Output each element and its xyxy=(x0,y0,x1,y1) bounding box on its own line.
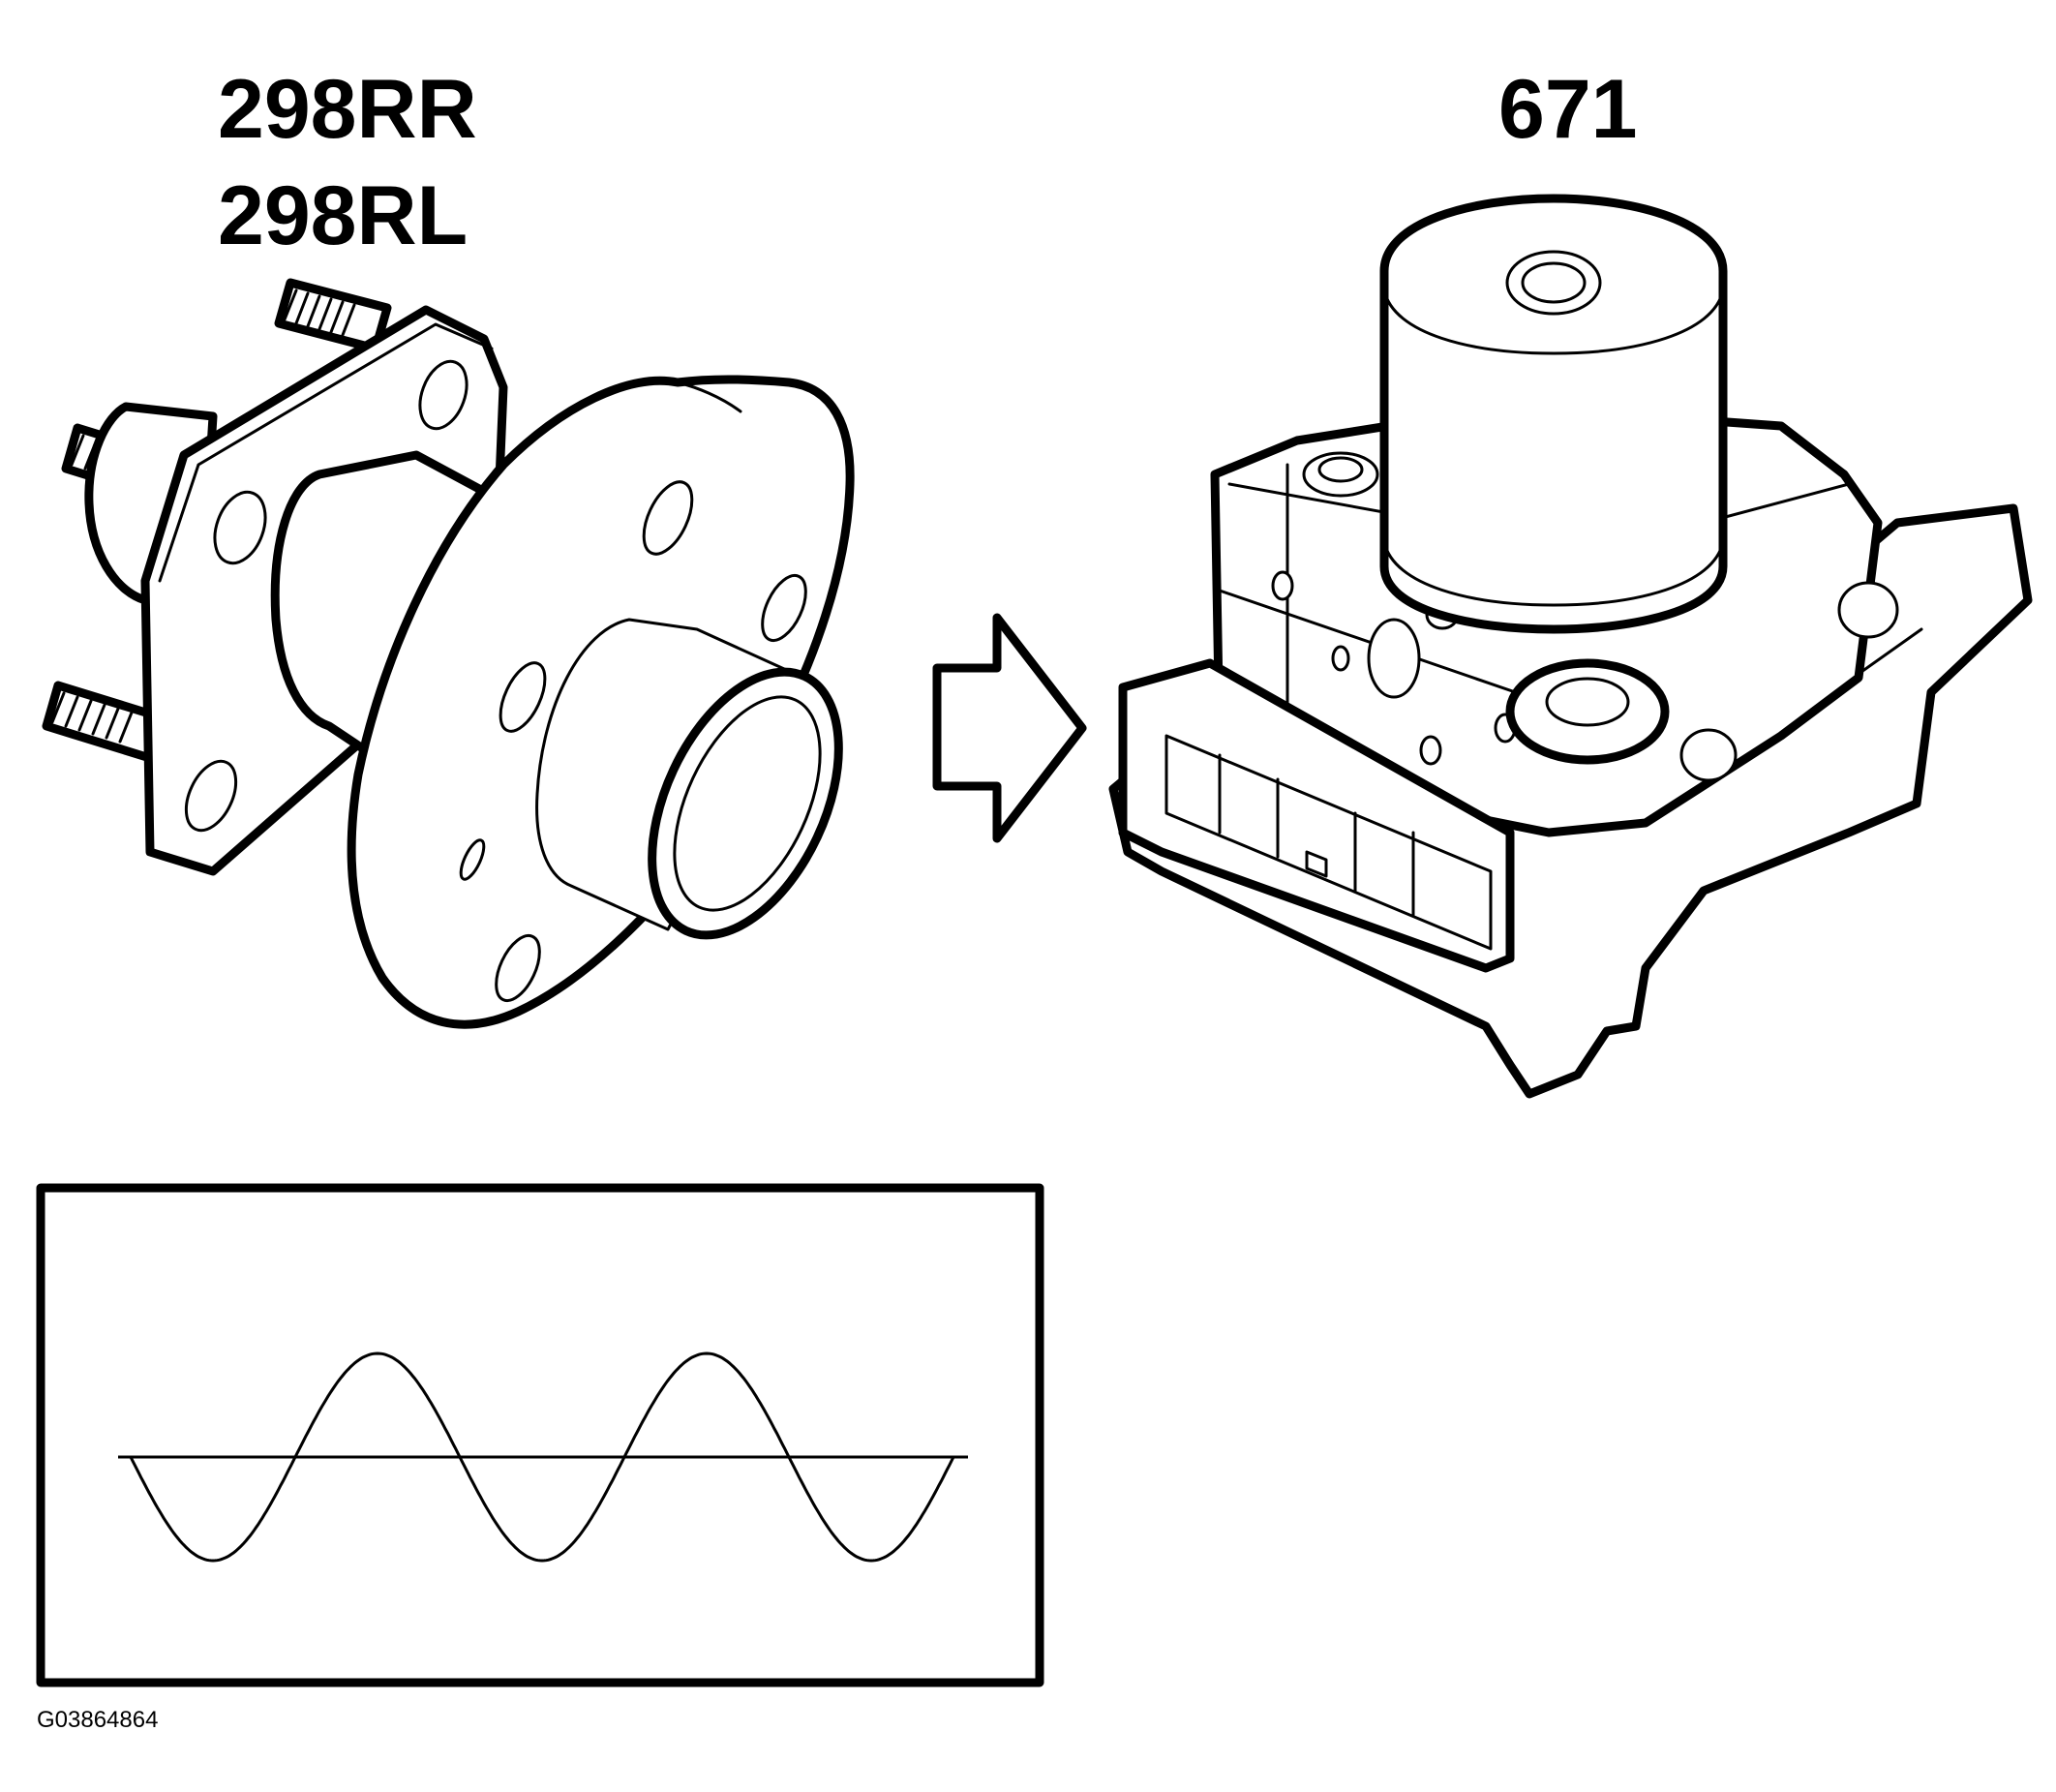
wheel-hub-bearing xyxy=(42,278,855,1029)
abs-pump-motor xyxy=(1379,194,1728,634)
signal-panel xyxy=(36,1183,1044,1687)
flow-arrow-icon xyxy=(932,613,1087,843)
abs-unit-label: 671 xyxy=(1498,63,1638,156)
figure-id: G03864864 xyxy=(37,1707,159,1733)
signal-panel-frame xyxy=(36,1183,1044,1687)
abs-modulator-unit xyxy=(1108,194,2033,1099)
signal-sine-wave xyxy=(129,1352,955,1563)
hub-label-rl: 298RL xyxy=(218,169,469,262)
hub-label-rr: 298RR xyxy=(218,63,477,156)
